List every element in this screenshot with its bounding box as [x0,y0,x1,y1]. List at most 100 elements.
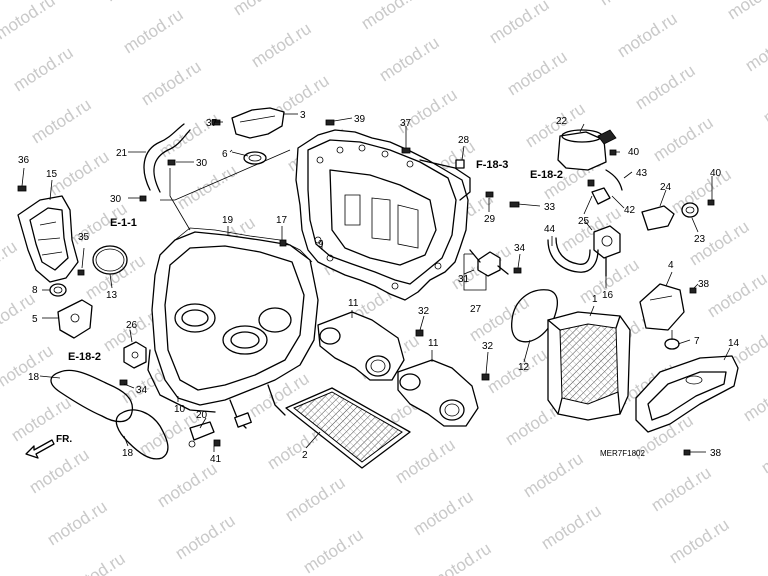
callout-18-left: 18 [28,372,40,383]
watermark-text: motod.ru [428,539,495,576]
bracket-5 [57,299,93,339]
grommet-8 [49,283,67,297]
gasket-18-upper [50,369,134,423]
callout-40-right: 40 [710,168,722,179]
watermark-text: motod.ru [410,487,477,539]
funnel-11-b [397,359,479,427]
callout-27: 27 [470,304,482,315]
callout-29: 29 [484,214,496,225]
watermark-text: motod.ru [0,0,58,43]
bolt-40a [609,149,617,156]
bolt-38b [683,449,691,456]
callout-9: 9 [318,239,324,250]
callout-20: 20 [196,410,208,421]
bolt-32a [415,329,424,337]
watermark-text: motod.ru [504,47,571,99]
watermark-text: motod.ru [724,0,768,23]
callout-10: 10 [174,404,186,415]
callout-38-top: 38 [698,279,710,290]
watermark-text: motod.ru [44,497,111,549]
watermark-text: motod.ru [632,61,699,113]
callout-26: 26 [126,320,138,331]
watermark-text: motod.ru [740,373,768,425]
callout-1: 1 [592,294,598,305]
watermark-text: motod.ru [538,501,605,553]
callout-34-right: 34 [514,243,526,254]
diagram-code: MER7F1802 [600,449,645,458]
callout-2: 2 [302,450,308,461]
bolt-33 [509,201,520,208]
grommet-23 [681,202,699,218]
watermark-text: motod.ru [486,0,553,47]
bolt-36 [17,185,27,192]
callout-12: 12 [518,362,530,373]
callout-5: 5 [32,314,38,325]
callout-24: 24 [660,182,672,193]
clip-20 [188,421,215,448]
bolt-34a [513,267,522,274]
watermark-text: motod.ru [174,161,241,213]
bolt-29 [485,191,494,198]
callout-8: 8 [32,285,38,296]
callout-23: 23 [694,234,706,245]
gasket-19 [174,227,313,263]
callout-38-bottom: 38 [710,448,722,459]
fitting-31 [469,249,509,277]
filter-body-1 [547,311,631,421]
watermark-text: motod.ru [248,19,315,71]
watermark-text: motod.ru [0,341,56,393]
watermark-text: motod.ru [0,185,2,237]
callout-30-left: 30 [110,194,122,205]
watermark-text: motod.ru [358,0,425,33]
callout-19: 19 [222,215,234,226]
front-arrow: FR. [25,434,72,459]
bolt-38a [689,287,697,294]
callout-31: 31 [458,274,470,285]
watermark-text: motod.ru [742,23,768,75]
watermark-text: motod.ru [760,75,768,127]
grommet-7 [664,330,680,350]
callout-44: 44 [544,224,556,235]
bolt-32b [481,373,490,381]
callout-43: 43 [636,168,648,179]
watermark-text: motod.ru [0,237,20,289]
breather-tube-21 [143,123,185,191]
bolt-37a [211,119,221,126]
callout-41: 41 [210,454,222,465]
sensor-26 [123,341,147,369]
callout-37-right: 37 [400,118,412,129]
front-label: FR. [56,434,72,445]
watermark-text: motod.ru [62,549,129,576]
callout-4: 4 [668,260,674,271]
watermark-text: motod.ru [102,0,169,5]
watermark-text: motod.ru [614,9,681,61]
watermark-text: motod.ru [300,525,367,576]
watermark-text: motod.ru [392,435,459,487]
callout-15: 15 [46,169,58,180]
cap-3 [231,107,285,139]
gasket-18-lower [115,409,169,460]
callout-22: 22 [556,116,568,127]
reference-labels: E-1-1 E-18-2 E-18-2 F-18-3 [68,159,563,363]
callout-39: 39 [354,114,366,125]
watermark-text: motod.ru [520,449,587,501]
watermark-text: motod.ru [650,113,717,165]
callout-25: 25 [578,216,590,227]
leader-lines [21,113,731,453]
callout-7: 7 [694,336,700,347]
funnel-11-a [317,311,405,381]
watermark-text: motod.ru [758,425,768,477]
tube-43 [605,169,623,191]
bolt-37b [401,147,411,154]
bolt-35 [77,269,85,276]
grommet-6 [243,151,267,165]
bolt-41 [213,439,221,447]
callout-3: 3 [300,110,306,121]
ref-f-18-3: F-18-3 [476,159,508,171]
callout-17: 17 [276,215,288,226]
callout-32-left: 32 [418,306,430,317]
air-filter-element-2 [285,387,411,469]
watermark-text: motod.ru [668,165,735,217]
bolt-39 [325,119,335,126]
ref-e-1-1: E-1-1 [110,217,137,229]
